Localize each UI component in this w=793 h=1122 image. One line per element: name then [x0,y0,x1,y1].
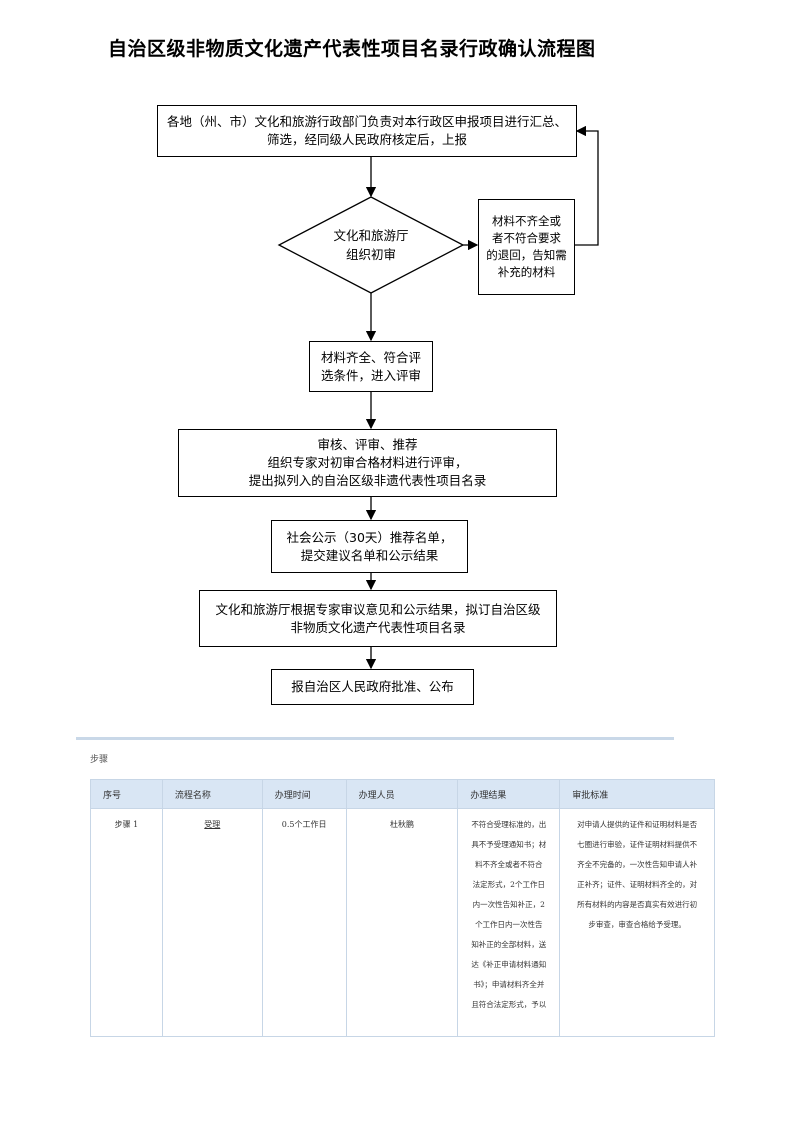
result-line: 具不予受理通知书；材 [471,840,547,849]
reject-line4: 补充的材料 [497,265,556,279]
standard-line: 所有材料的内容是否真实有效进行初 [577,900,698,909]
flow-step-materials: 材料齐全、符合评 选条件，进入评审 [309,341,433,392]
flow-step-submit-line1: 各地（州、市）文化和旅游行政部门负责对本行政区申报项目进行汇总、 [166,114,567,129]
row-person: 杜秋鹏 [345,808,459,1037]
flow-reject-box: 材料不齐全或 者不符合要求 的退回，告知需 补充的材料 [478,199,575,295]
materials-line2: 选条件，进入评审 [320,367,421,383]
result-line: 且符合法定形式，予以 [471,1000,547,1009]
review-line2: 组织专家对初审合格材料进行评审， [267,455,468,470]
standard-line: 齐全不完备的，一次性告知申请人补 [577,860,698,869]
publicity-line2: 提交建议名单和公示结果 [300,547,439,563]
decision-label-line2: 组织初审 [345,247,396,262]
page-title: 自治区级非物质文化遗产代表性项目名录行政确认流程图 [108,38,596,60]
flow-step-submit-line2: 筛选，经同级人民政府核定后，上报 [266,132,467,147]
header-name: 流程名称 [161,779,263,809]
reject-line3: 的退回，告知需 [486,248,567,262]
materials-line1: 材料齐全、符合评 [320,349,421,365]
standard-line: 步审查，审查合格给予受理。 [588,920,686,929]
draft-line1: 文化和旅游厅根据专家审议意见和公示结果，拟订自治区级 [215,601,541,617]
result-line: 不符合受理标准的，出 [471,820,547,829]
table-row: 步骤 1 受理 0.5个工作日 杜秋鹏 不符合受理标准的，出 具不予受理通知书；… [90,808,715,1037]
row-time: 0.5个工作日 [261,808,347,1037]
flow-step-submit: 各地（州、市）文化和旅游行政部门负责对本行政区申报项目进行汇总、 筛选，经同级人… [157,105,577,157]
row-result: 不符合受理标准的，出 具不予受理通知书；材 料不齐全或者不符合 法定形式，2个工… [457,808,561,1037]
result-line: 料不齐全或者不符合 [475,860,543,869]
flow-step-draft: 文化和旅游厅根据专家审议意见和公示结果，拟订自治区级 非物质文化遗产代表性项目名… [199,590,557,647]
flow-step-approve: 报自治区人民政府批准、公布 [271,669,474,705]
reject-line2: 者不符合要求 [492,231,561,245]
draft-line2: 非物质文化遗产代表性项目名录 [290,619,466,635]
result-line: 法定形式，2个工作日 [472,880,545,889]
header-result: 办理结果 [457,779,561,809]
steps-divider [76,737,674,740]
row-name-cell: 受理 [161,808,263,1037]
header-seq: 序号 [90,779,163,809]
flow-step-publicity: 社会公示（30天）推荐名单， 提交建议名单和公示结果 [271,520,468,573]
decision-label: 文化和旅游厅 组织初审 [311,226,431,264]
result-line: 知补正的全部材料，送 [471,940,547,949]
review-line3: 提出拟列入的自治区级非遗代表性项目名录 [248,473,487,488]
steps-table-header: 序号 流程名称 办理时间 办理人员 办理结果 审批标准 [90,779,715,809]
standard-line: 正补齐；证件、证明材料齐全的，对 [577,880,698,889]
result-line: 个工作日内一次性告 [475,920,543,929]
reject-line1: 材料不齐全或 [492,214,561,228]
approve-line1: 报自治区人民政府批准、公布 [291,679,454,694]
review-line1: 审核、评审、推荐 [317,437,418,452]
result-line: 内一次性告知补正，2 [472,900,545,909]
steps-table: 序号 流程名称 办理时间 办理人员 办理结果 审批标准 步骤 1 受理 0.5个… [90,779,715,1037]
steps-label: 步骤 [90,755,109,765]
header-time: 办理时间 [261,779,347,809]
row-standard: 对申请人提供的证件和证明材料是否 七圈进行审验，证件证明材料提供不 齐全不完备的… [559,808,715,1037]
decision-label-line1: 文化和旅游厅 [333,228,409,243]
result-line: 达《补正申请材料通知 [471,960,547,969]
header-standard: 审批标准 [559,779,715,809]
header-person: 办理人员 [345,779,459,809]
standard-line: 对申请人提供的证件和证明材料是否 [577,820,698,829]
result-line: 书》；申请材料齐全并 [473,980,545,989]
publicity-line1: 社会公示（30天）推荐名单， [286,529,453,545]
flowchart-connectors [277,125,599,670]
row-name-link[interactable]: 受理 [204,820,221,829]
flow-step-review: 审核、评审、推荐 组织专家对初审合格材料进行评审， 提出拟列入的自治区级非遗代表… [178,429,557,497]
standard-line: 七圈进行审验，证件证明材料提供不 [577,840,698,849]
row-seq: 步骤 1 [90,808,163,1037]
